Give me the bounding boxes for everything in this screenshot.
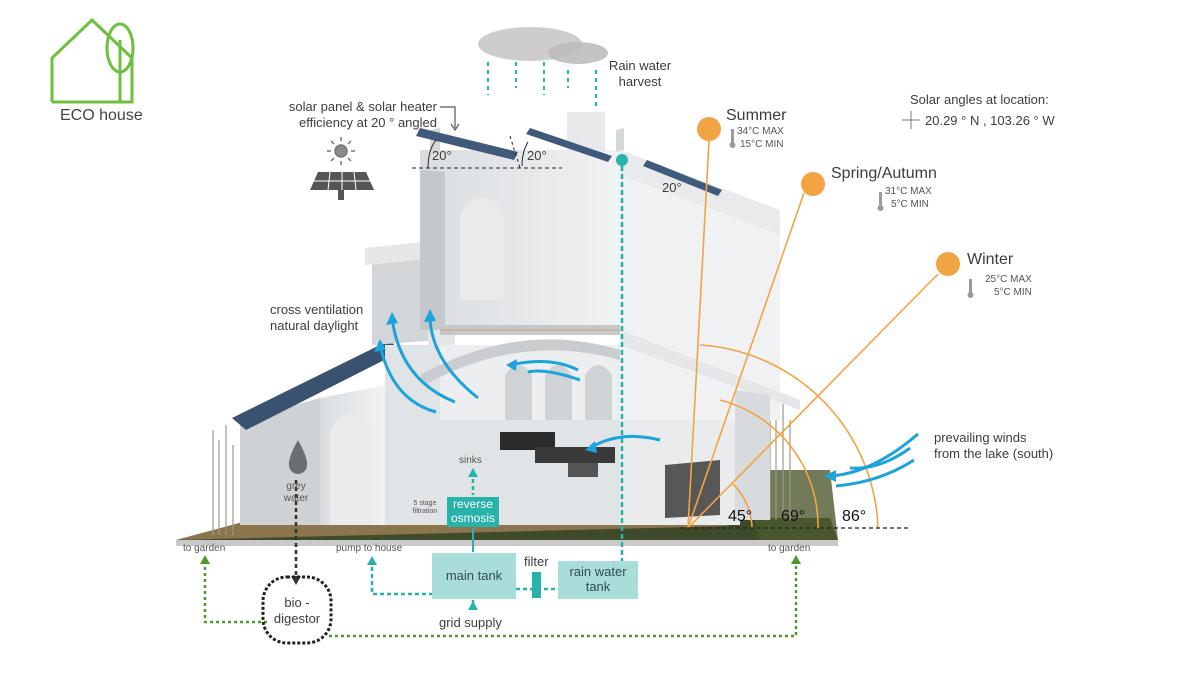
solar-panel-note-line2: efficiency at 20 ° angled bbox=[299, 114, 437, 130]
ventilation-arrows bbox=[378, 314, 919, 488]
location-coords: 20.29 ° N , 103.26 ° W bbox=[925, 113, 1055, 128]
season-spring-min: 5°C MIN bbox=[891, 199, 929, 210]
water-drop-icon bbox=[288, 440, 308, 474]
plumbing-arrowheads bbox=[200, 468, 801, 610]
filtration-line2: filtration bbox=[412, 508, 438, 516]
season-spring-name: Spring/Autumn bbox=[831, 165, 937, 182]
bio-digestor-label: bio - digestor bbox=[274, 595, 320, 626]
sun-small-icon bbox=[327, 137, 355, 165]
sun-summer-icon bbox=[697, 117, 721, 141]
solar-panels bbox=[416, 128, 722, 196]
filter-element bbox=[532, 572, 541, 598]
season-summer-min: 15°C MIN bbox=[740, 139, 784, 150]
thermometer-icons bbox=[729, 129, 974, 298]
angle-69: 69° bbox=[781, 508, 806, 525]
panel-angle-2: 20° bbox=[527, 148, 547, 163]
bio-digestor-line2: digestor bbox=[273, 610, 321, 626]
rain-line1: Rain water bbox=[608, 58, 672, 73]
pointer-icon bbox=[440, 106, 456, 128]
grey-water-line1: grey bbox=[286, 481, 306, 492]
rain-down-pipe bbox=[616, 154, 628, 568]
panel-angle-guides bbox=[412, 135, 562, 169]
pump-to-house-label: pump to house bbox=[336, 543, 403, 554]
winds-line2: from the lake (south) bbox=[934, 445, 1054, 461]
to-garden-left-label: to garden bbox=[183, 543, 226, 554]
sun-winter-icon bbox=[936, 252, 960, 276]
ventilation-line2: natural daylight bbox=[270, 317, 359, 333]
winds-label: prevailing winds from the lake (south) bbox=[934, 430, 1053, 461]
filtration-line1: 5 stage bbox=[413, 500, 437, 507]
grid-supply-label: grid supply bbox=[439, 615, 502, 630]
reverse-osmosis-box: reverse osmosis bbox=[447, 497, 499, 527]
rain-water-tank-line1: rain water bbox=[569, 564, 627, 580]
season-winter-max: 25°C MAX bbox=[985, 274, 1032, 285]
rain-line2: harvest bbox=[618, 73, 662, 89]
house-building bbox=[232, 112, 800, 525]
filter-label: filter bbox=[524, 554, 549, 569]
arrow-heads bbox=[374, 309, 836, 482]
solar-panel-note: solar panel & solar heater efficiency at… bbox=[265, 99, 437, 130]
bio-digestor-outline bbox=[261, 575, 333, 645]
reverse-osmosis-line1: reverse bbox=[452, 497, 493, 512]
sun-spring-autumn-icon bbox=[801, 172, 825, 196]
sinks-label: sinks bbox=[459, 455, 482, 466]
main-tank-box: main tank bbox=[432, 553, 516, 599]
reverse-osmosis-line2: osmosis bbox=[450, 511, 495, 525]
angle-45: 45° bbox=[728, 508, 753, 525]
location-title: Solar angles at location: bbox=[910, 92, 1049, 107]
panel-angle-3: 20° bbox=[662, 180, 682, 195]
ventilation-line1: cross ventilation bbox=[270, 302, 364, 317]
plumbing-lines bbox=[203, 472, 798, 638]
rain-drops bbox=[487, 62, 597, 108]
rain-water-tank-line2: tank bbox=[585, 579, 611, 594]
angle-86: 86° bbox=[842, 508, 867, 525]
winds-line1: prevailing winds bbox=[934, 430, 1027, 445]
solar-panel-note-line1: solar panel & solar heater bbox=[288, 99, 437, 114]
season-winter-min: 5°C MIN bbox=[994, 287, 1032, 298]
panel-angle-1: 20° bbox=[432, 148, 452, 163]
eco-house-logo-icon bbox=[50, 17, 135, 104]
cloud-icon bbox=[478, 27, 608, 64]
season-summer-max: 34°C MAX bbox=[737, 126, 784, 137]
season-winter-name: Winter bbox=[967, 251, 1014, 268]
filtration-label: 5 stage filtration bbox=[413, 500, 438, 517]
bio-digestor-line1: bio - bbox=[284, 595, 310, 610]
to-garden-right-label: to garden bbox=[768, 543, 811, 554]
logo-label: ECO house bbox=[60, 107, 143, 124]
grey-water-label: grey water bbox=[284, 481, 308, 505]
season-summer-name: Summer bbox=[726, 107, 787, 124]
rain-water-tank-box: rain water tank bbox=[558, 561, 638, 599]
solar-panel-icon bbox=[310, 171, 374, 200]
season-spring-max: 31°C MAX bbox=[885, 186, 932, 197]
ventilation-label: cross ventilation natural daylight bbox=[270, 302, 363, 333]
crosshair-icon bbox=[902, 111, 920, 129]
sun-rays bbox=[687, 140, 939, 529]
rain-harvest-label: Rain water harvest bbox=[609, 58, 671, 89]
grey-water-line2: water bbox=[283, 493, 309, 504]
